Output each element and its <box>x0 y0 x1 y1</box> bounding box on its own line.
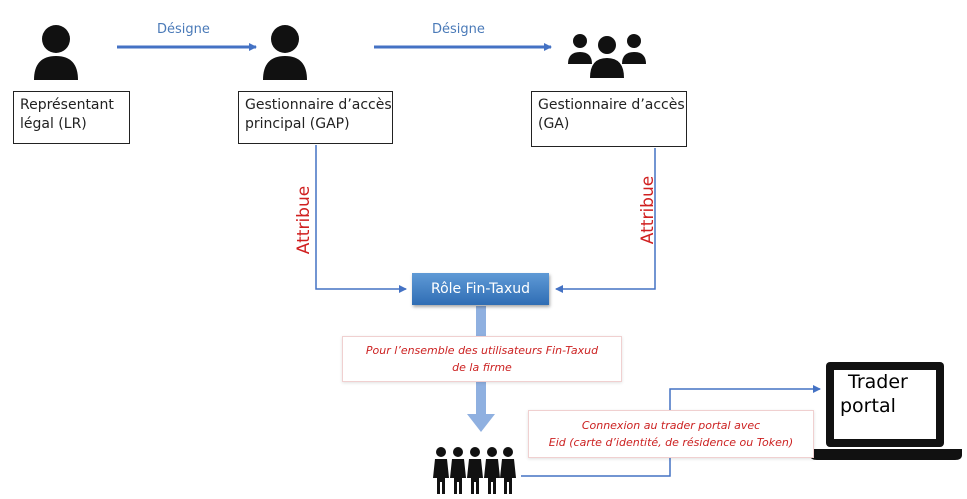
actor-gap-line2: principal (GAP) <box>245 116 350 132</box>
trader-portal-label: Trader portal <box>834 370 919 418</box>
actor-ga-line2: (GA) <box>538 116 570 132</box>
group-icon <box>568 34 646 78</box>
role-fin-taxud: Rôle Fin-Taxud <box>412 273 549 305</box>
actor-box-lr: Représentant légal (LR) <box>13 91 130 144</box>
actor-lr-line2: légal (LR) <box>20 116 87 132</box>
arrow-role-to-users-head <box>467 414 495 432</box>
note-login-line1: Connexion au trader portal avec <box>581 419 761 432</box>
actor-lr-line1: Représentant <box>20 97 114 113</box>
connector-gap-to-role <box>315 145 407 293</box>
actor-box-gap: Gestionnaire d’accès principal (GAP) <box>238 91 393 144</box>
actor-ga-line1: Gestionnaire d’accès <box>538 97 685 113</box>
actor-gap-line1: Gestionnaire d’accès <box>245 97 392 113</box>
actor-box-ga: Gestionnaire d’accès (GA) <box>531 91 687 147</box>
connector-ga-to-role <box>555 148 656 293</box>
person-icon <box>263 25 307 80</box>
note-users: Pour l’ensemble des utilisateurs Fin-Tax… <box>342 336 622 382</box>
laptop-icon <box>810 362 962 460</box>
edge-label-gap-to-ga: Désigne <box>432 22 485 37</box>
note-users-line1: Pour l’ensemble des utilisateurs Fin-Tax… <box>365 344 599 357</box>
note-users-line2: de la firme <box>452 361 512 374</box>
edge-label-lr-to-gap: Désigne <box>157 22 210 37</box>
users-group-icon <box>433 447 516 494</box>
trader-portal-line2: portal <box>840 395 896 417</box>
trader-portal-line1: Trader <box>848 371 908 393</box>
note-login: Connexion au trader portal avec Eid (car… <box>528 410 814 458</box>
edge-label-gap-to-role: Attribue <box>294 185 314 255</box>
person-icon <box>34 25 78 80</box>
note-login-line2: Eid (carte d’identité, de résidence ou T… <box>548 436 794 449</box>
edge-label-ga-to-role: Attribue <box>638 175 658 245</box>
